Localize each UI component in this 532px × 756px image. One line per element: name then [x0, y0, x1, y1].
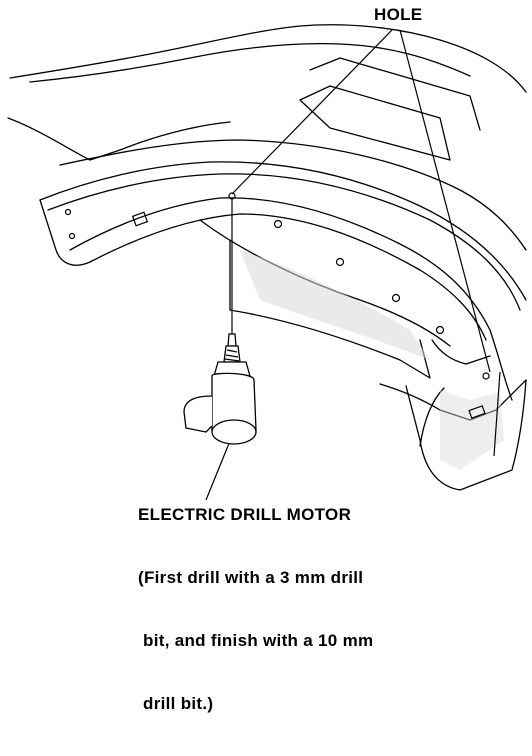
clip — [131, 211, 149, 227]
mount-hole — [68, 232, 76, 240]
mount-hole — [482, 372, 490, 380]
drill-note-line: drill bit.) — [138, 694, 214, 713]
mount-hole — [391, 293, 401, 303]
trunk-inner-line — [29, 42, 471, 83]
tail-light-recess — [299, 85, 451, 161]
lower-lip — [199, 219, 451, 347]
right-lower-corner — [405, 379, 527, 491]
trunk-outline — [9, 24, 527, 93]
mount-hole — [435, 325, 445, 335]
bumper-lower-face — [89, 213, 487, 341]
mount-hole — [64, 208, 72, 216]
mount-hole — [273, 219, 283, 229]
wheel-cut — [419, 387, 445, 447]
drill-icon — [183, 333, 257, 445]
underside-panel — [229, 239, 431, 379]
hole-leader — [493, 371, 501, 457]
mount-hole — [335, 257, 345, 267]
fender-line — [59, 139, 527, 251]
body-side — [7, 117, 231, 161]
bumper-shade — [240, 250, 430, 360]
hole-leader — [231, 29, 393, 195]
bumper-face — [69, 197, 513, 401]
hole-callout: HOLE — [374, 5, 423, 24]
drill-label-leader — [205, 435, 233, 501]
drill-callout: ELECTRIC DRILL MOTOR — [138, 505, 352, 524]
diagram: HOLE ELECTRIC DRILL MOTOR (First drill w… — [7, 5, 527, 713]
bumper-top-edge — [39, 161, 527, 301]
corner-step — [431, 339, 491, 365]
clip — [468, 405, 486, 419]
bumper-illustration — [7, 24, 527, 501]
right-inner-corner — [379, 379, 527, 421]
drill-note-line: bit, and finish with a 10 mm — [138, 631, 374, 650]
drill-note: (First drill with a 3 mm drill bit, and … — [138, 525, 373, 756]
right-shade — [440, 390, 504, 470]
bumper-left-end — [39, 199, 91, 266]
bumper-top-edge-2 — [47, 173, 521, 311]
hole-leader — [399, 29, 491, 373]
tail-light-recess-2 — [309, 57, 481, 131]
drill-note-line: (First drill with a 3 mm drill — [138, 568, 364, 587]
